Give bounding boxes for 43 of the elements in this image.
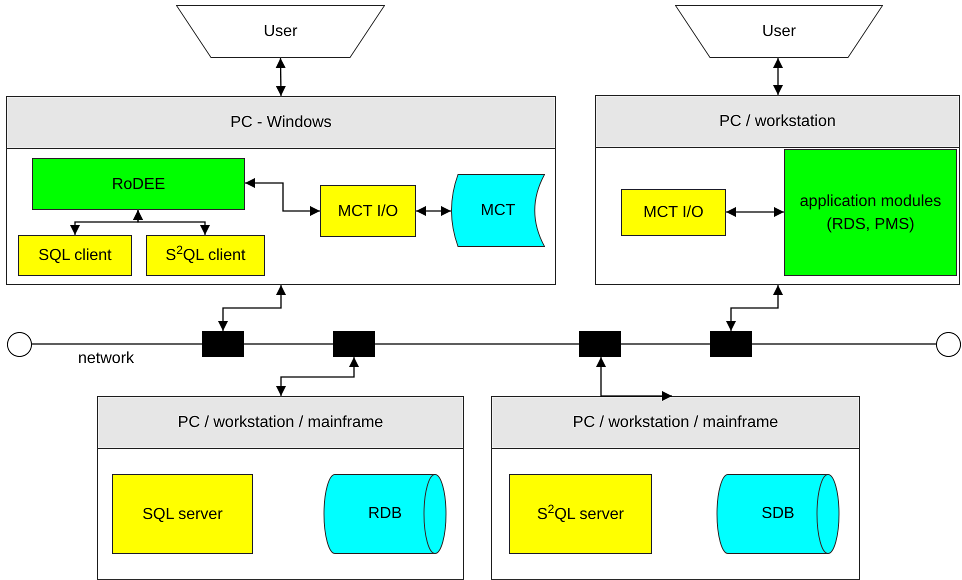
network-line [375, 343, 579, 345]
network-line [752, 343, 936, 345]
network-connector [333, 331, 375, 357]
arrow [245, 178, 320, 216]
node-label: SDB [762, 504, 794, 524]
process-box: MCT I/O [320, 185, 416, 237]
box-header: PC / workstation [596, 96, 959, 148]
process-box: S$^{2}$QL server [509, 474, 652, 554]
process-box: RoDEE [32, 158, 245, 210]
process-box: MCT I/O [621, 189, 726, 236]
arrow [726, 207, 784, 217]
network-terminator [7, 332, 32, 357]
process-box: S$^{2}$QL client [146, 235, 265, 276]
box-header: PC - Windows [7, 97, 555, 149]
node-label: User [264, 22, 298, 42]
box-header: PC / workstation / mainframe [98, 397, 463, 449]
system-box [595, 95, 960, 285]
network-terminator [936, 332, 961, 357]
system-box [491, 396, 860, 580]
arrow [276, 58, 286, 96]
network-connector [202, 331, 244, 357]
network-connector [579, 331, 621, 357]
arrow [773, 58, 783, 95]
arrow [416, 206, 451, 216]
arrow [133, 210, 210, 235]
arrow [726, 285, 783, 331]
process-box: SQL server [112, 474, 253, 554]
network-line [621, 343, 710, 345]
system-box [97, 396, 464, 580]
box-header: PC / workstation / mainframe [492, 397, 859, 449]
network-connector [710, 331, 752, 357]
system-box [6, 96, 556, 285]
process-box: SQL client [18, 235, 132, 276]
network-label: network [78, 349, 134, 369]
arrow [596, 357, 672, 401]
arrow [276, 357, 359, 396]
network-line [244, 343, 333, 345]
node-label: RDB [368, 504, 402, 524]
node-label: User [762, 22, 796, 42]
node-label: MCT [480, 200, 516, 220]
process-box: application modules (RDS, PMS) [784, 149, 957, 276]
network-line [32, 343, 202, 345]
arrow [218, 285, 286, 331]
